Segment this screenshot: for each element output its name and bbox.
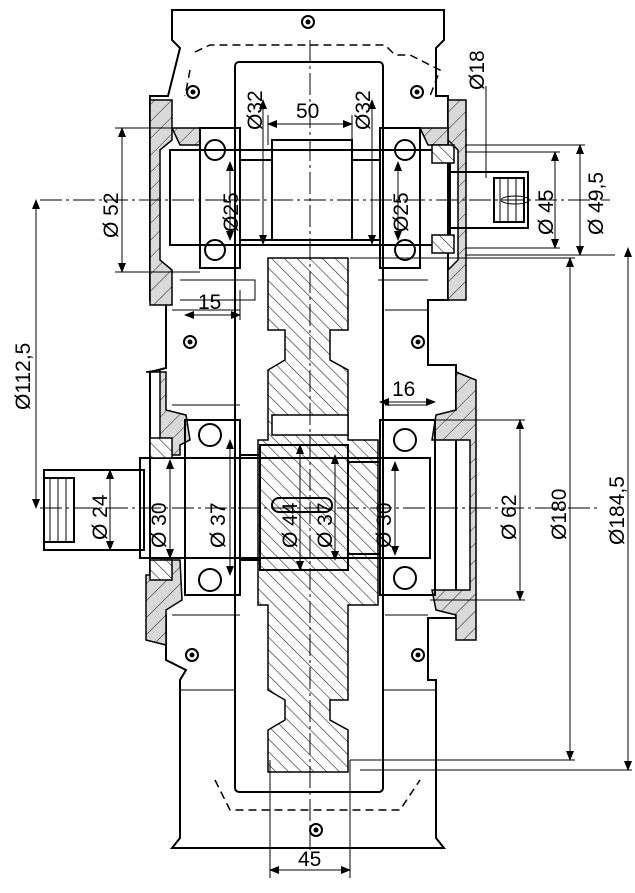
dim-d62: Ø 62 [498,494,521,540]
dimension-labels: Ø32 50 Ø32 Ø18 Ø 52 Ø25 Ø25 Ø 45 Ø 49,5 … [12,50,629,871]
dim-d44: Ø 44 [279,502,302,548]
dim-d184-5: Ø184,5 [606,476,629,545]
dim-d32-left: Ø32 [244,90,267,130]
dim-d49-5: Ø 49,5 [585,172,608,235]
dim-d25-right: Ø25 [390,192,413,232]
dim-d112-5: Ø112,5 [12,343,35,410]
large-gear [257,257,379,773]
dim-len-16: 16 [392,378,415,401]
dim-d30-right: Ø 30 [373,502,396,548]
dim-d18: Ø18 [466,50,489,90]
dim-d37-mid: Ø 37 [314,502,337,548]
dim-d30-left: Ø 30 [148,502,171,548]
dim-len-45: 45 [298,848,321,871]
bolt-bottom-center [309,823,323,837]
dim-d45: Ø 45 [535,189,558,235]
bolt-low-right [411,648,425,662]
dim-d25-left: Ø25 [220,192,243,232]
dim-d37-left: Ø 37 [207,502,230,548]
dim-len-50: 50 [296,100,319,123]
bolt-mid-right [411,335,425,349]
bolt-top-center [301,15,315,29]
dim-d32-right: Ø32 [352,90,375,130]
bolt-mid-left [183,335,197,349]
bolt-top-right [410,85,424,99]
housing-bolts [183,15,425,837]
center-lines [40,40,610,850]
dim-d180: Ø180 [548,489,571,540]
dimension-lines [32,86,632,878]
dim-d52: Ø 52 [100,192,123,238]
bolt-low-left [185,648,199,662]
dim-len-15: 15 [198,291,221,314]
dim-d24: Ø 24 [89,494,112,540]
bolt-top-left [186,85,200,99]
